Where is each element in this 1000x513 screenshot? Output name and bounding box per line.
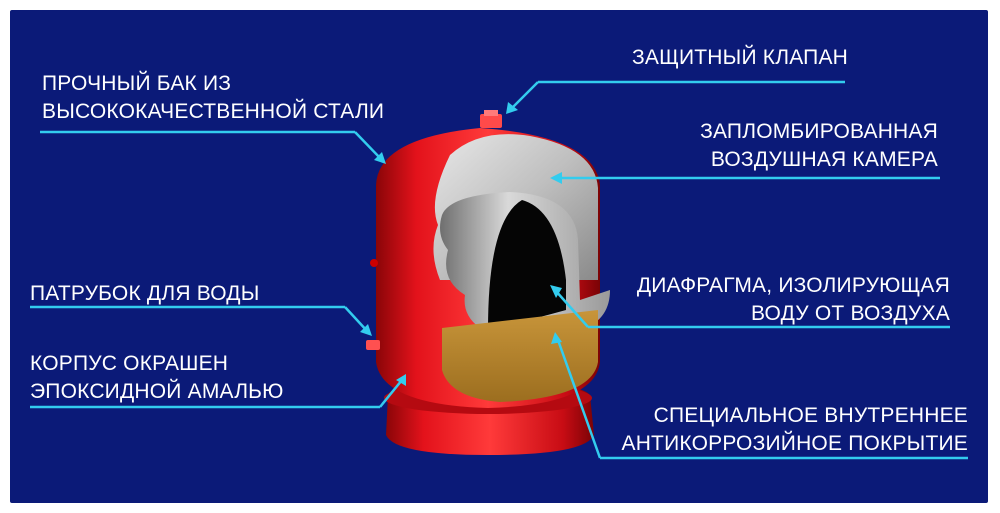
label-water-pipe-line1: ПАТРУБОК ДЛЯ ВОДЫ — [30, 282, 260, 305]
label-inner-coating-line1: СПЕЦИАЛЬНОЕ ВНУТРЕННЕЕ — [653, 404, 968, 427]
label-coating-line1: КОРПУС ОКРАШЕН — [30, 352, 229, 375]
label-coating-line2: ЭПОКСИДНОЙ АМАЛЬЮ — [30, 380, 284, 403]
label-air-chamber-line1: ЗАПЛОМБИРОВАННАЯ — [700, 120, 938, 143]
leader-lines — [30, 80, 968, 460]
label-tank-body: ПРОЧНЫЙ БАК ИЗ ВЫСОКОКАЧЕСТВЕННОЙ СТАЛИ — [42, 70, 384, 126]
expansion-tank-illustration — [30, 80, 968, 460]
label-tank-body-line2: ВЫСОКОКАЧЕСТВЕННОЙ СТАЛИ — [42, 100, 385, 123]
safety-valve — [480, 114, 502, 128]
label-valve: ЗАЩИТНЫЙ КЛАПАН — [632, 44, 848, 72]
label-inner-coating: СПЕЦИАЛЬНОЕ ВНУТРЕННЕЕ АНТИКОРРОЗИЙНОЕ П… — [621, 402, 968, 458]
label-water-pipe: ПАТРУБОК ДЛЯ ВОДЫ — [30, 280, 260, 308]
diagram-canvas: ПРОЧНЫЙ БАК ИЗ ВЫСОКОКАЧЕСТВЕННОЙ СТАЛИ … — [10, 10, 988, 503]
diaphragm-opening — [488, 200, 566, 330]
label-diaphragm-line1: ДИАФРАГМА, ИЗОЛИРУЮЩАЯ — [636, 274, 950, 297]
label-diaphragm: ДИАФРАГМА, ИЗОЛИРУЮЩАЯ ВОДУ ОТ ВОЗДУХА — [637, 272, 950, 328]
label-tank-body-line1: ПРОЧНЫЙ БАК ИЗ — [42, 72, 232, 95]
water-nozzle — [366, 340, 380, 350]
label-air-chamber: ЗАПЛОМБИРОВАННАЯ ВОЗДУШНАЯ КАМЕРА — [700, 118, 938, 174]
label-diaphragm-line2: ВОДУ ОТ ВОЗДУХА — [751, 302, 950, 325]
label-air-chamber-line2: ВОЗДУШНАЯ КАМЕРА — [710, 148, 938, 171]
label-inner-coating-line2: АНТИКОРРОЗИЙНОЕ ПОКРЫТИЕ — [621, 432, 968, 455]
water-chamber — [442, 310, 598, 402]
arrow-heads — [360, 102, 562, 386]
label-coating: КОРПУС ОКРАШЕН ЭПОКСИДНОЙ АМАЛЬЮ — [30, 350, 284, 406]
label-valve-line1: ЗАЩИТНЫЙ КЛАПАН — [632, 46, 849, 69]
